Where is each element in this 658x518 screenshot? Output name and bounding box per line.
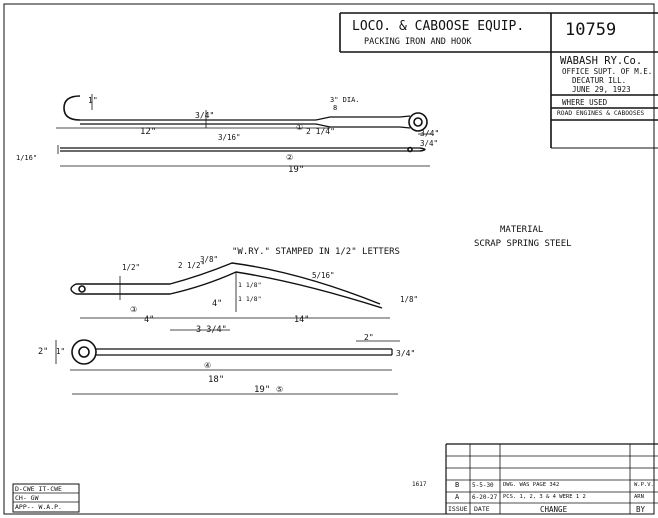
part4-eye-in-dim: 1": [56, 347, 66, 356]
rev-row1-issue: B: [455, 481, 460, 489]
rev-header-by: BY: [636, 505, 646, 514]
part4-end-b-dim: 3/4": [396, 349, 416, 358]
part1-eye-dim: 3/4": [420, 129, 440, 138]
part2-end-dim: 3/4": [420, 139, 439, 148]
part2-marker: ②: [286, 153, 294, 162]
rev-row2-by: ARN: [634, 494, 644, 500]
part3-dim-b: 2 1/2": [178, 261, 206, 270]
drawing-title: LOCO. & CABOOSE EQUIP.: [352, 19, 525, 34]
part3-dim-h: 4": [144, 315, 155, 325]
part1-end-dim: 2 1/4": [306, 127, 335, 136]
part3-dim-g: 4": [212, 299, 223, 309]
office-location: DECATUR ILL.: [572, 76, 627, 85]
rev-row1-date: 5-5-30: [472, 482, 494, 489]
rev-header-date: DATE: [474, 505, 490, 513]
rev-header-issue: ISSUE: [448, 505, 468, 513]
part3-dim-d: 5/16": [312, 271, 335, 280]
rev-row1-ref: 1617: [412, 481, 427, 488]
part1-length-dim: 12": [140, 127, 157, 137]
part4-eye-out-dim: 2": [38, 347, 49, 357]
signoff-approved: APP-- W.A.P.: [15, 503, 62, 511]
part4-marker: ④: [204, 361, 212, 370]
rev-row1-change: DWG. WAS PAGE 342: [503, 482, 560, 488]
part1-hook-dim: 1": [88, 96, 98, 105]
office-name: OFFICE SUPT. OF M.E.: [562, 67, 653, 76]
where-used-value: ROAD ENGINES & CABOOSES: [557, 110, 645, 117]
part3-marker: ③: [130, 305, 138, 314]
part2-mid-dim: 3/16": [218, 133, 241, 142]
part3-dim-j: 14": [294, 315, 310, 325]
part4-total-dim: 19": [254, 385, 271, 395]
where-used-label: WHERE USED: [562, 98, 608, 107]
part2-thick-dim: 1/16": [16, 154, 38, 162]
drawing-number: 10759: [565, 20, 617, 40]
part2-length-dim: 19": [288, 165, 305, 175]
part1-thick-dim: 3/4": [195, 111, 215, 120]
part3-dim-e: 1 1/8": [238, 281, 262, 289]
part3-dim-f: 1 1/8": [238, 295, 262, 303]
rev-row2-issue: A: [455, 493, 460, 501]
part1-dia-frac: 8: [333, 104, 338, 112]
material-value: SCRAP SPRING STEEL: [474, 239, 572, 249]
signoff-checked: CH- GW: [15, 494, 39, 502]
company-name: WABASH RY.Co.: [560, 55, 643, 67]
material-label: MATERIAL: [500, 225, 544, 235]
part3-stamp-note: "W.RY." STAMPED IN 1/2" LETTERS: [232, 247, 400, 257]
drawing-date: JUNE 29, 1923: [572, 85, 631, 94]
part4-marker2: ⑤: [276, 385, 284, 394]
rev-row1-by: W.P.V.: [634, 482, 654, 488]
rev-row2-change: PCS. 1, 2, 3 & 4 WERE 1 2: [503, 494, 586, 500]
part4-length-dim: 18": [208, 375, 225, 385]
signoff-drawn: D-CWE IT-CWE: [15, 485, 62, 493]
part3-dim-k: 1/8": [400, 295, 419, 304]
rev-header-change: CHANGE: [540, 505, 568, 514]
drawing-subtitle: PACKING IRON AND HOOK: [364, 37, 472, 47]
rev-row2-date: 6-20-27: [472, 494, 498, 501]
part1-marker: ①: [296, 123, 304, 132]
part3-dim-a: 1/2": [122, 263, 141, 272]
part3-dim-i: 3 3/4": [196, 325, 227, 335]
part3-dim-c: 3/8": [200, 255, 219, 264]
part4-end-a-dim: 2": [364, 333, 374, 342]
part1-dia-dim: 3" DIA.: [330, 96, 360, 104]
